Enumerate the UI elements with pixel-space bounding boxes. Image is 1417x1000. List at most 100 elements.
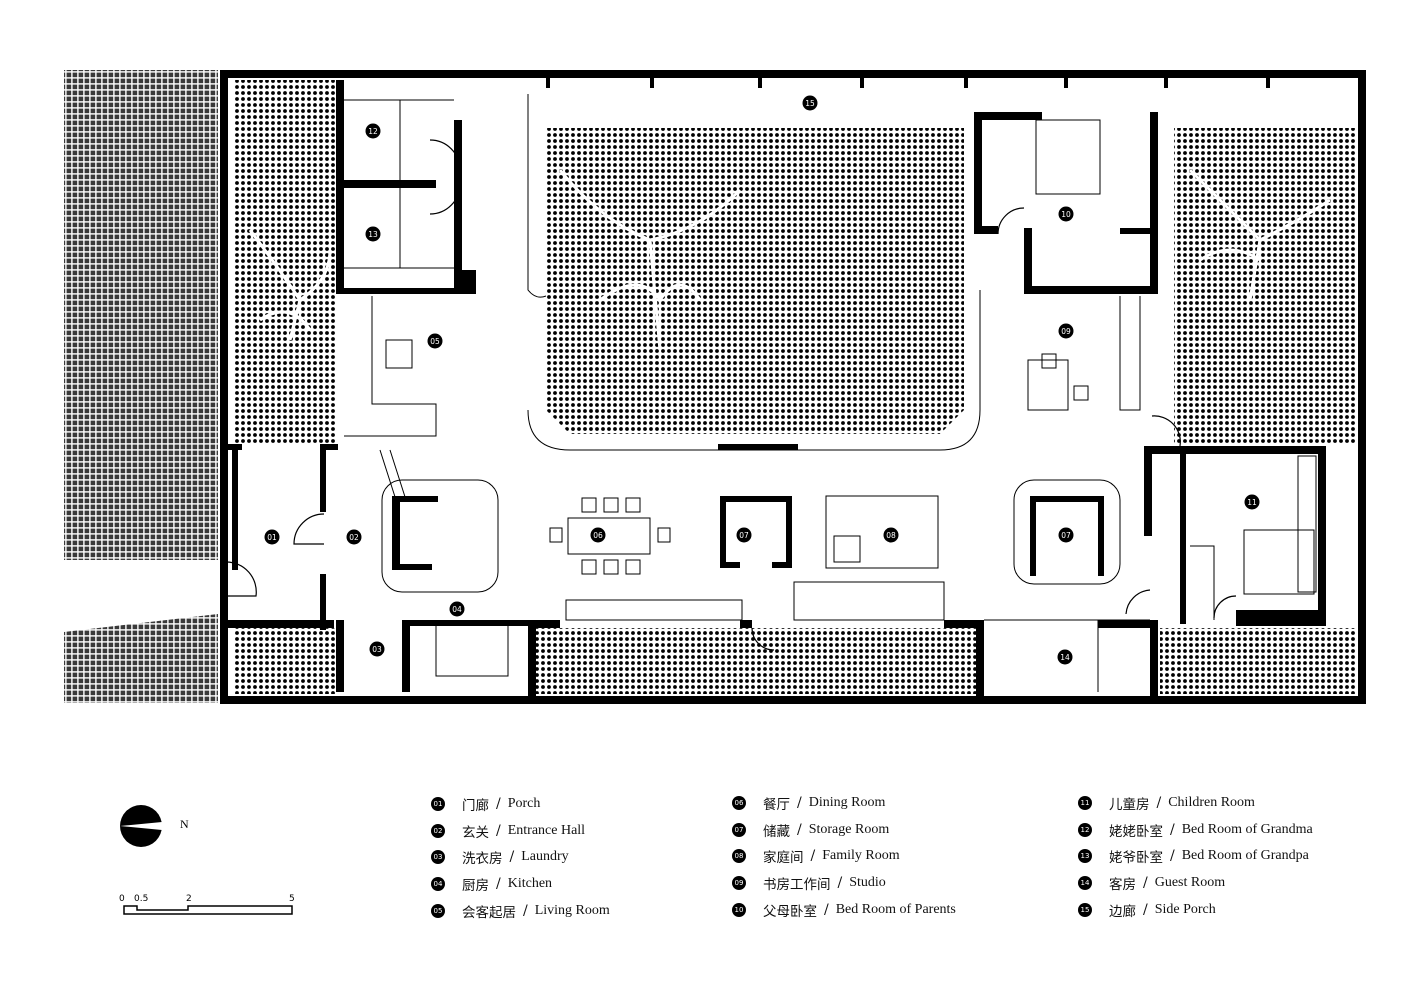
legend-item: 11 儿童房 / Children Room	[1078, 793, 1255, 813]
legend-number: 11	[1078, 796, 1092, 810]
legend-chinese-name: 储藏	[763, 823, 790, 840]
north-label: N	[180, 817, 189, 831]
legend-chinese-name: 会客起居	[462, 904, 516, 921]
legend-english-name: Dining Room	[808, 795, 886, 810]
legend-number: 13	[1078, 849, 1092, 864]
legend-english-name: Living Room	[534, 902, 610, 918]
plan-label-entrance: 02	[349, 533, 359, 542]
garden-areas	[233, 80, 1356, 694]
side-porch-piers	[546, 78, 1270, 88]
legend-chinese-name: 厨房	[462, 878, 489, 895]
legend-english-name: Guest Room	[1154, 875, 1226, 891]
scale-label-5: 5	[289, 894, 295, 904]
legend-chinese-name: 客房	[1109, 877, 1136, 894]
label-living: 05	[427, 333, 443, 349]
legend-item: 01 门廊 / Porch	[431, 794, 540, 814]
legend-number: 08	[732, 849, 746, 864]
legend-number: 07	[732, 822, 746, 837]
label-studio: 09	[1058, 323, 1074, 339]
label-grandpa: 13	[365, 226, 381, 242]
plan-label-laundry: 03	[372, 645, 382, 654]
legend-number: 10	[732, 902, 746, 917]
label-entrance: 02	[346, 529, 362, 545]
legend-english-name: Kitchen	[507, 876, 553, 892]
legend-separator: /	[523, 902, 528, 919]
plan-label-studio: 09	[1061, 327, 1071, 336]
legend-item: 06 餐厅 / Dining Room	[732, 793, 885, 813]
label-storage-b: 07	[1058, 527, 1074, 543]
scale-bar	[123, 905, 293, 915]
scale-label-0: 0	[119, 894, 125, 904]
north-arrow-icon	[120, 805, 162, 847]
legend-number: 15	[1078, 902, 1092, 917]
legend-separator: /	[810, 848, 816, 865]
legend-chinese-name: 洗衣房	[462, 851, 503, 868]
label-storage-a: 07	[736, 527, 752, 543]
legend-chinese-name: 姥姥卧室	[1109, 823, 1163, 840]
legend-separator: /	[1170, 821, 1175, 838]
legend-chinese-name: 边廊	[1109, 903, 1136, 920]
street-texture	[64, 70, 218, 703]
plan-label-kitchen: 04	[452, 605, 462, 614]
legend-chinese-name: 家庭间	[763, 850, 804, 867]
legend-number: 09	[732, 876, 746, 891]
legend-english-name: Bed Room of Parents	[835, 901, 956, 917]
label-kitchen: 04	[449, 601, 465, 617]
legend-item: 05 会客起居 / Living Room	[431, 901, 610, 921]
legend-chinese-name: 餐厅	[763, 797, 790, 813]
legend-english-name: Porch	[507, 796, 541, 811]
legend-english-name: Studio	[849, 875, 886, 891]
plan-label-storage-a: 07	[739, 531, 749, 540]
plan-label-parents: 10	[1061, 210, 1071, 219]
legend-separator: /	[496, 796, 501, 812]
plan-label-side-porch: 15	[805, 99, 815, 108]
legend-separator: /	[1143, 901, 1148, 918]
label-parents: 10	[1058, 206, 1074, 222]
legend-number: 06	[732, 796, 746, 810]
legend-separator: /	[496, 876, 501, 893]
plan-label-grandma: 12	[368, 127, 378, 136]
legend-number: 04	[431, 877, 445, 892]
plan-label-grandpa: 13	[368, 230, 378, 239]
plan-label-storage-b: 07	[1061, 531, 1071, 540]
legend-separator: /	[797, 795, 802, 811]
plan-label-guest: 14	[1060, 653, 1070, 662]
plan-label-family: 08	[886, 531, 896, 540]
legend-english-name: Side Porch	[1154, 901, 1216, 917]
legend-number: 14	[1078, 876, 1092, 891]
legend-chinese-name: 书房工作间	[763, 877, 831, 894]
door-swings	[225, 139, 1237, 651]
legend-english-name: Bed Room of Grandpa	[1181, 848, 1309, 864]
label-guest: 14	[1057, 649, 1073, 665]
legend-number: 05	[431, 903, 445, 918]
legend-item: 15 边廊 / Side Porch	[1078, 900, 1216, 920]
plan-label-porch: 01	[267, 533, 277, 542]
label-porch: 01	[264, 529, 280, 545]
legend-chinese-name: 姥爷卧室	[1109, 850, 1163, 867]
legend-chinese-name: 儿童房	[1109, 797, 1150, 813]
label-children: 11	[1244, 494, 1260, 510]
legend-number: 02	[431, 823, 445, 838]
legend-chinese-name: 门廊	[462, 798, 489, 814]
label-family: 08	[883, 527, 899, 543]
label-grandma: 12	[365, 123, 381, 139]
legend-english-name: Laundry	[521, 849, 569, 865]
label-dining: 06	[590, 527, 606, 543]
legend-english-name: Children Room	[1168, 795, 1255, 810]
legend-chinese-name: 父母卧室	[763, 903, 817, 920]
label-laundry: 03	[369, 641, 385, 657]
plan-label-children: 11	[1247, 498, 1257, 507]
legend-number: 03	[431, 850, 445, 865]
interior-walls	[224, 80, 1326, 696]
legend-separator: /	[1156, 795, 1162, 811]
legend-number: 12	[1078, 822, 1092, 837]
legend-number: 01	[431, 797, 445, 811]
